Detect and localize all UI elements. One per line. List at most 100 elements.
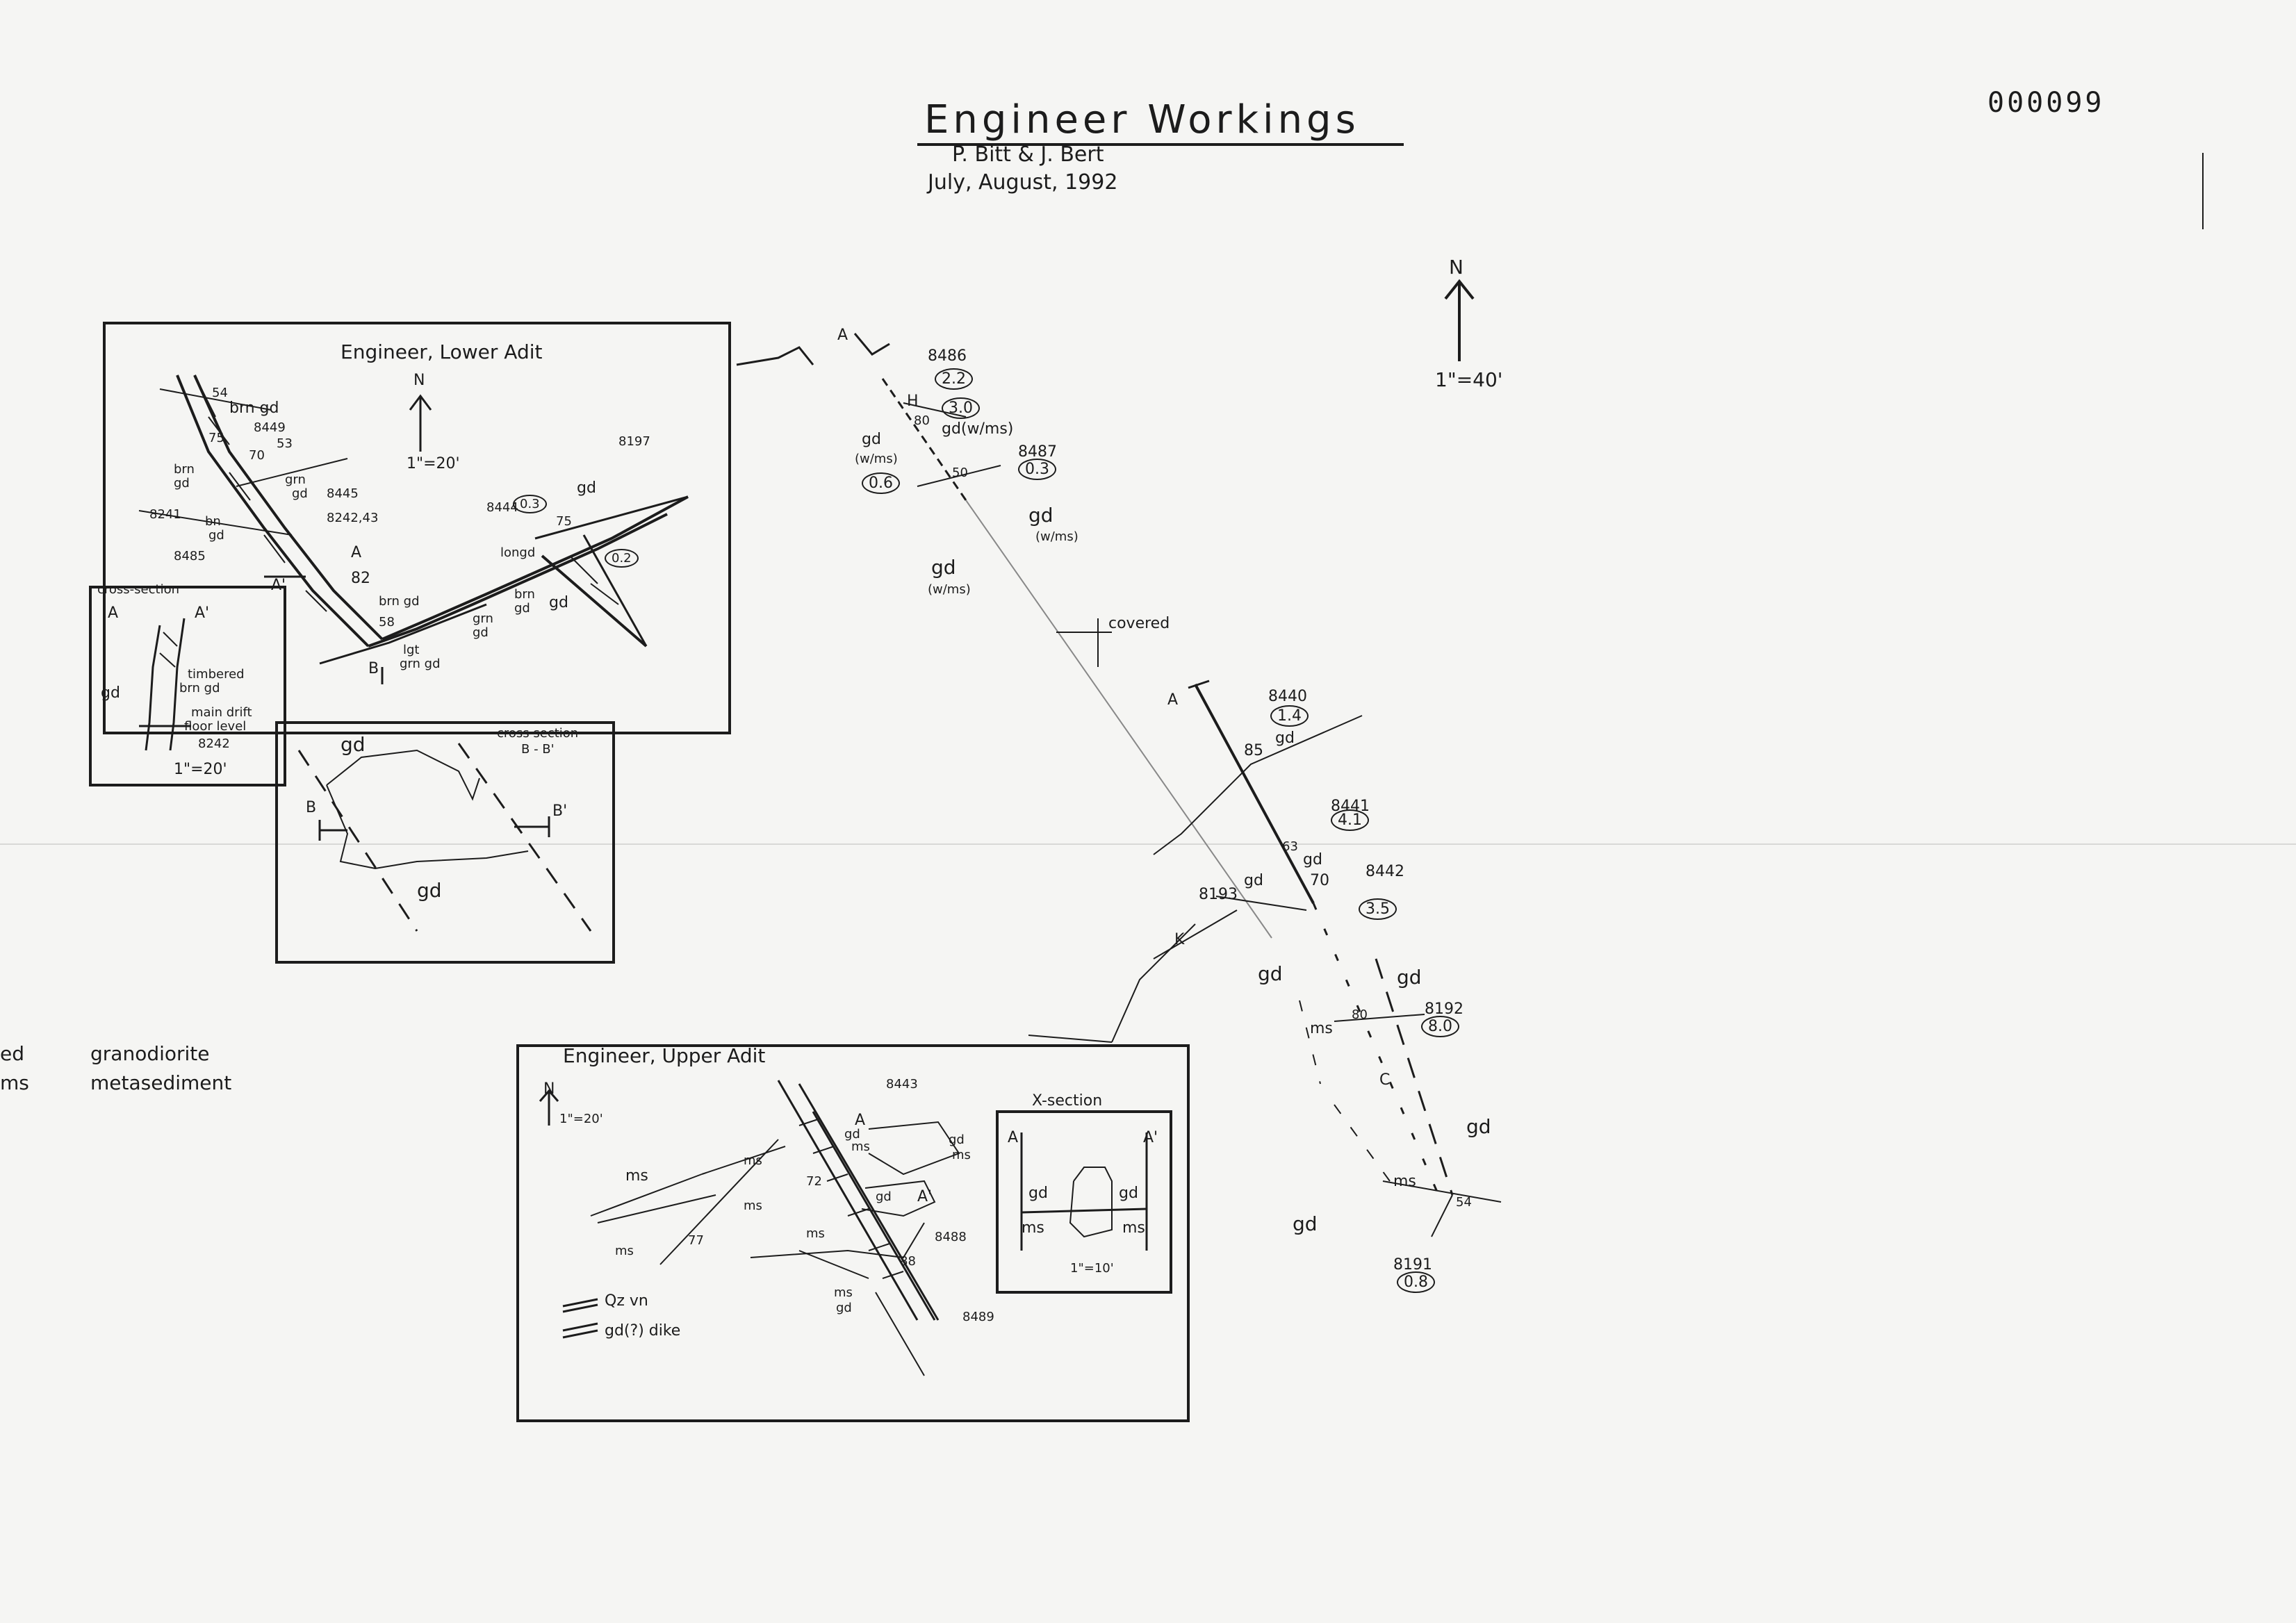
rock-label: gd [862,431,881,448]
rock-label: gd [174,476,190,491]
rock-label: gd [876,1189,892,1204]
assay-value: 3.5 [1359,898,1397,920]
dip-value: 70 [249,448,265,463]
section-right-marker: A' [1143,1129,1158,1146]
dip-value: 53 [277,436,293,451]
rock-label: grn gd [400,657,441,671]
assay-value: 0.8 [1397,1271,1435,1293]
rock-label: gd [417,879,442,902]
dip-value: 58 [379,615,395,629]
dip-value: 72 [806,1174,822,1189]
assay-value: 3.0 [942,397,980,419]
x-section-scale: 1"=10' [1070,1261,1114,1276]
upper-adit-title: Engineer, Upper Adit [563,1044,766,1067]
rock-label: gd [292,486,308,501]
rock-label: gd [1303,851,1322,868]
rock-label: grn [285,472,306,487]
rock-label: ms [806,1226,825,1241]
rock-label: ms [1393,1173,1416,1190]
sample-number: 8488 [935,1230,967,1244]
dip-value: 54 [1456,1195,1472,1210]
cross-section-b-subtitle: B - B' [521,742,555,757]
section-left-marker: A [1008,1129,1019,1146]
station-label: A [837,327,848,344]
sample-number: 8443 [886,1077,918,1091]
rock-label: (w/ms) [1035,529,1079,544]
section-left-marker: A [108,604,119,622]
rock-label: gd [1466,1115,1491,1138]
sample-number: 8197 [618,434,650,449]
rock-label: gd [844,1127,860,1142]
station-label: C [1379,1071,1391,1089]
dip-value: 80 [1352,1007,1368,1022]
section-marker: A' [917,1188,933,1205]
rock-label: ms [851,1139,870,1154]
dip-value: 75 [208,431,224,445]
assay-value: 8.0 [1421,1016,1459,1037]
rock-label: gd [836,1301,852,1315]
assay-value: 1.4 [1270,705,1309,727]
sample-number: 8242 [198,736,230,751]
rock-label: gd [549,594,568,611]
rock-label: gd [1028,504,1053,527]
upper-adit-north: N [543,1080,555,1098]
rock-label: ms [1310,1020,1333,1037]
rock-label: ms [1022,1219,1044,1237]
rock-label: gd [1293,1212,1318,1235]
north-arrow-label: N [1449,256,1463,279]
rock-label: (w/ms) [928,582,971,597]
section-right-marker: A' [195,604,210,622]
upper-adit-legend-item: Qz vn [605,1292,648,1310]
rock-label: gd [949,1132,965,1147]
rock-label: gd [208,528,224,543]
sample-number: 8487 [1018,443,1057,461]
rock-label: ms [615,1244,634,1258]
rock-label: gd [514,601,530,616]
sample-number: 8444 [486,500,518,515]
assay-value: 0.2 [605,549,639,568]
sample-number: 8442 [1366,863,1404,880]
legend-abbr-gd: ed [0,1042,24,1065]
section-marker: A' [271,577,286,594]
section-right-marker: B' [552,802,568,820]
rock-label: ms [744,1153,762,1168]
sample-number: 8449 [254,420,286,435]
assay-value: 2.2 [935,368,973,390]
rock-label: gd [1244,872,1263,889]
document-number: 000099 [1987,87,2105,119]
map-scale: 1"=40' [1435,368,1503,391]
rock-label: gd [341,733,366,756]
rock-label: brn gd [379,594,420,609]
floor-level-note: floor level [184,719,247,734]
timbered-note: timbered [188,667,245,682]
dip-value: 82 [351,570,370,587]
section-marker: B [368,660,379,677]
main-drift-note: main drift [191,705,252,720]
rock-label: ms [744,1198,762,1213]
sample-number: 8242,43 [327,511,379,525]
section-left-marker: B [306,799,317,816]
station-label: H [907,393,919,410]
dip-value: 50 [952,466,968,480]
sample-number: 8486 [928,347,967,365]
lower-adit-title: Engineer, Lower Adit [341,340,543,363]
rock-label: gd [473,625,489,640]
sample-number: 8241 [149,507,181,522]
dip-value: 85 [1244,742,1263,759]
rock-label: gd [931,556,956,579]
sample-number: 8440 [1268,688,1307,705]
assay-value: 4.1 [1331,809,1369,831]
sample-number: 8489 [962,1310,994,1324]
survey-date: July, August, 1992 [928,170,1118,195]
rock-label: gd [1028,1185,1048,1202]
dip-value: 75 [556,514,572,529]
rock-label: gd(w/ms) [942,420,1014,438]
sample-number: 8192 [1425,1000,1463,1018]
rock-label: lgt [403,643,420,657]
rock-label: longd [500,545,536,560]
rock-label: gd [1397,966,1422,989]
sample-number: 8191 [1393,1256,1432,1274]
dip-value: 80 [914,413,930,428]
dip-value: 77 [688,1233,704,1248]
